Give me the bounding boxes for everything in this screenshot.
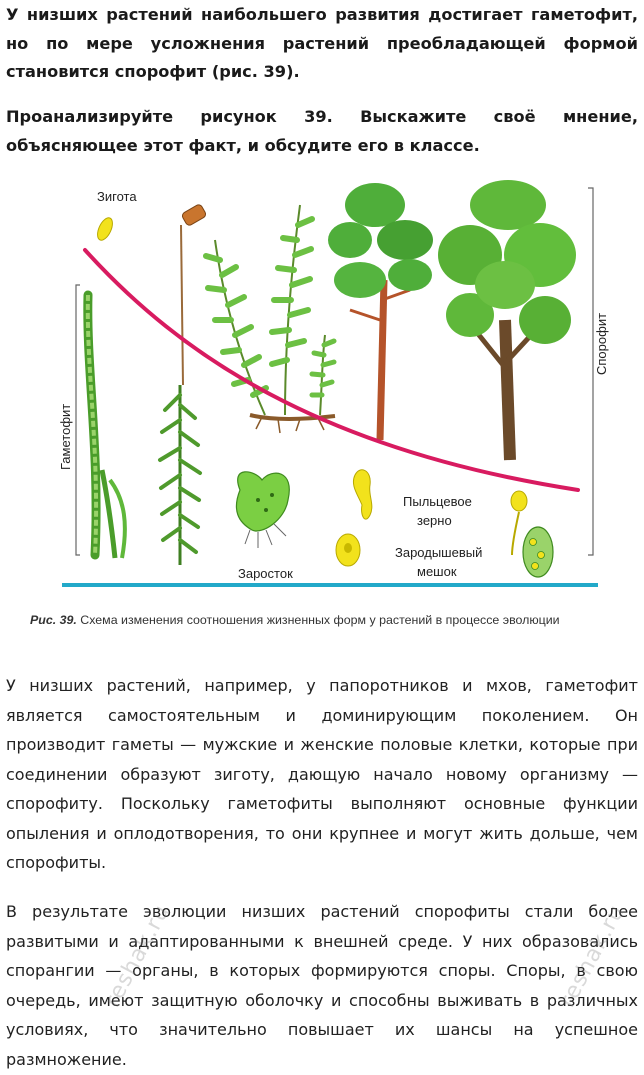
figure-39: Зигота Гаметофит Спорофит Заросток Пыльц… bbox=[0, 170, 644, 600]
label-embryo-sac-1: Зародышевый bbox=[395, 545, 482, 560]
sporophyte-bracket bbox=[588, 187, 594, 556]
label-gametophyte: Гаметофит bbox=[58, 404, 73, 470]
prothallus-drawing bbox=[235, 471, 290, 548]
pollen-embryo-drawing bbox=[335, 469, 554, 578]
label-pollen-2: зерно bbox=[417, 513, 452, 528]
gametophyte-bracket bbox=[75, 284, 80, 556]
pine-tree-drawing bbox=[328, 183, 433, 441]
caption-text: Схема изменения соотношения жизненных фо… bbox=[76, 613, 560, 627]
figure-svg: Зигота Гаметофит Спорофит Заросток Пыльц… bbox=[58, 180, 609, 587]
fern-drawing bbox=[203, 204, 337, 434]
label-embryo-sac-2: мешок bbox=[417, 564, 457, 579]
label-prothallus: Заросток bbox=[238, 566, 293, 581]
deciduous-tree-drawing bbox=[438, 180, 576, 461]
figure-caption: Рис. 39. Схема изменения соотношения жиз… bbox=[30, 613, 630, 628]
task-paragraph: Проанализируйте рисунок 39. Выскажите св… bbox=[6, 107, 638, 155]
gametophyte-sporophyte-curve bbox=[83, 248, 580, 492]
body-paragraph-2: В результате эволюции низших растений сп… bbox=[6, 902, 638, 1069]
intro-paragraph: У низших растений наибольшего развития д… bbox=[6, 5, 638, 81]
label-pollen-1: Пыльцевое bbox=[403, 494, 472, 509]
moss-drawing bbox=[158, 204, 207, 565]
label-sporophyte: Спорофит bbox=[594, 313, 609, 375]
caption-number: Рис. 39. bbox=[30, 613, 77, 627]
body-paragraph-1: У низших растений, например, у папоротни… bbox=[6, 676, 638, 872]
algae-filament-drawing bbox=[83, 290, 127, 560]
label-zygote: Зигота bbox=[97, 189, 137, 204]
zygote-shape bbox=[97, 217, 113, 241]
